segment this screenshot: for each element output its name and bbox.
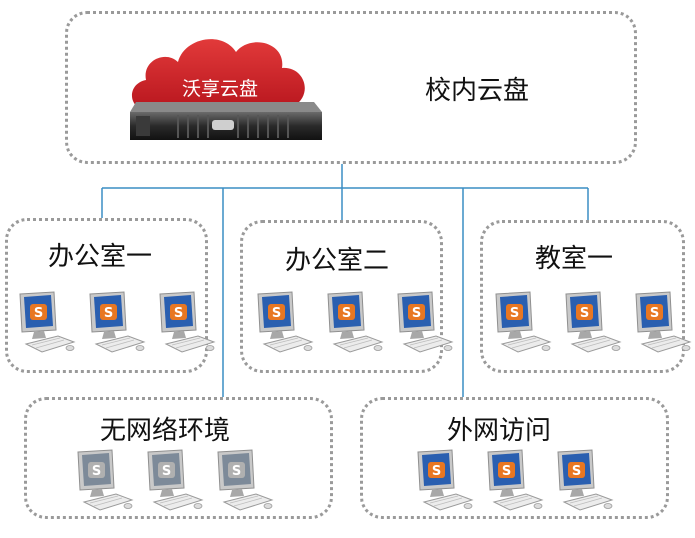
desktop-computer-icon: S bbox=[327, 291, 384, 353]
cloud-title: 校内云盘 bbox=[425, 76, 530, 106]
rack-server-icon bbox=[130, 102, 322, 140]
desktop-computer-icon: S bbox=[217, 449, 274, 511]
svg-text:S: S bbox=[232, 464, 241, 479]
group-external-label: 外网访问 bbox=[447, 416, 552, 446]
group-classroom-1-label: 教室一 bbox=[535, 244, 614, 274]
cloud-server-graphic: 沃享云盘 bbox=[118, 20, 328, 144]
group-office-2-computers: S S S bbox=[252, 290, 458, 356]
desktop-computer-icon: S bbox=[257, 291, 314, 353]
svg-text:S: S bbox=[34, 306, 43, 321]
svg-text:S: S bbox=[174, 306, 183, 321]
group-no-network-label: 无网络环境 bbox=[100, 416, 231, 446]
svg-text:S: S bbox=[432, 464, 441, 479]
desktop-computer-icon: S bbox=[159, 291, 216, 353]
svg-text:S: S bbox=[572, 464, 581, 479]
svg-text:S: S bbox=[92, 464, 101, 479]
group-external-computers: S S S bbox=[412, 448, 618, 514]
svg-text:S: S bbox=[104, 306, 113, 321]
desktop-computer-icon: S bbox=[635, 291, 692, 353]
desktop-computer-icon: S bbox=[19, 291, 76, 353]
cloud-icon bbox=[130, 39, 322, 140]
svg-text:S: S bbox=[162, 464, 171, 479]
group-office-1-computers: S S S bbox=[14, 290, 220, 356]
desktop-computer-icon: S bbox=[89, 291, 146, 353]
desktop-computer-icon: S bbox=[417, 449, 474, 511]
desktop-computer-icon: S bbox=[557, 449, 614, 511]
svg-text:S: S bbox=[272, 306, 281, 321]
desktop-computer-icon: S bbox=[397, 291, 454, 353]
desktop-computer-icon: S bbox=[147, 449, 204, 511]
svg-text:S: S bbox=[412, 306, 421, 321]
desktop-computer-icon: S bbox=[495, 291, 552, 353]
desktop-computer-icon: S bbox=[487, 449, 544, 511]
cloud-brand-label: 沃享云盘 bbox=[182, 78, 259, 100]
group-no-network-computers: S S S bbox=[72, 448, 278, 514]
svg-text:S: S bbox=[510, 306, 519, 321]
svg-text:S: S bbox=[342, 306, 351, 321]
group-classroom-1-computers: S S S bbox=[490, 290, 695, 356]
desktop-computer-icon: S bbox=[565, 291, 622, 353]
svg-text:S: S bbox=[502, 464, 511, 479]
group-office-1-label: 办公室一 bbox=[48, 242, 153, 272]
svg-text:S: S bbox=[650, 306, 659, 321]
group-office-2-label: 办公室二 bbox=[285, 246, 390, 276]
svg-text:S: S bbox=[580, 306, 589, 321]
desktop-computer-icon: S bbox=[77, 449, 134, 511]
